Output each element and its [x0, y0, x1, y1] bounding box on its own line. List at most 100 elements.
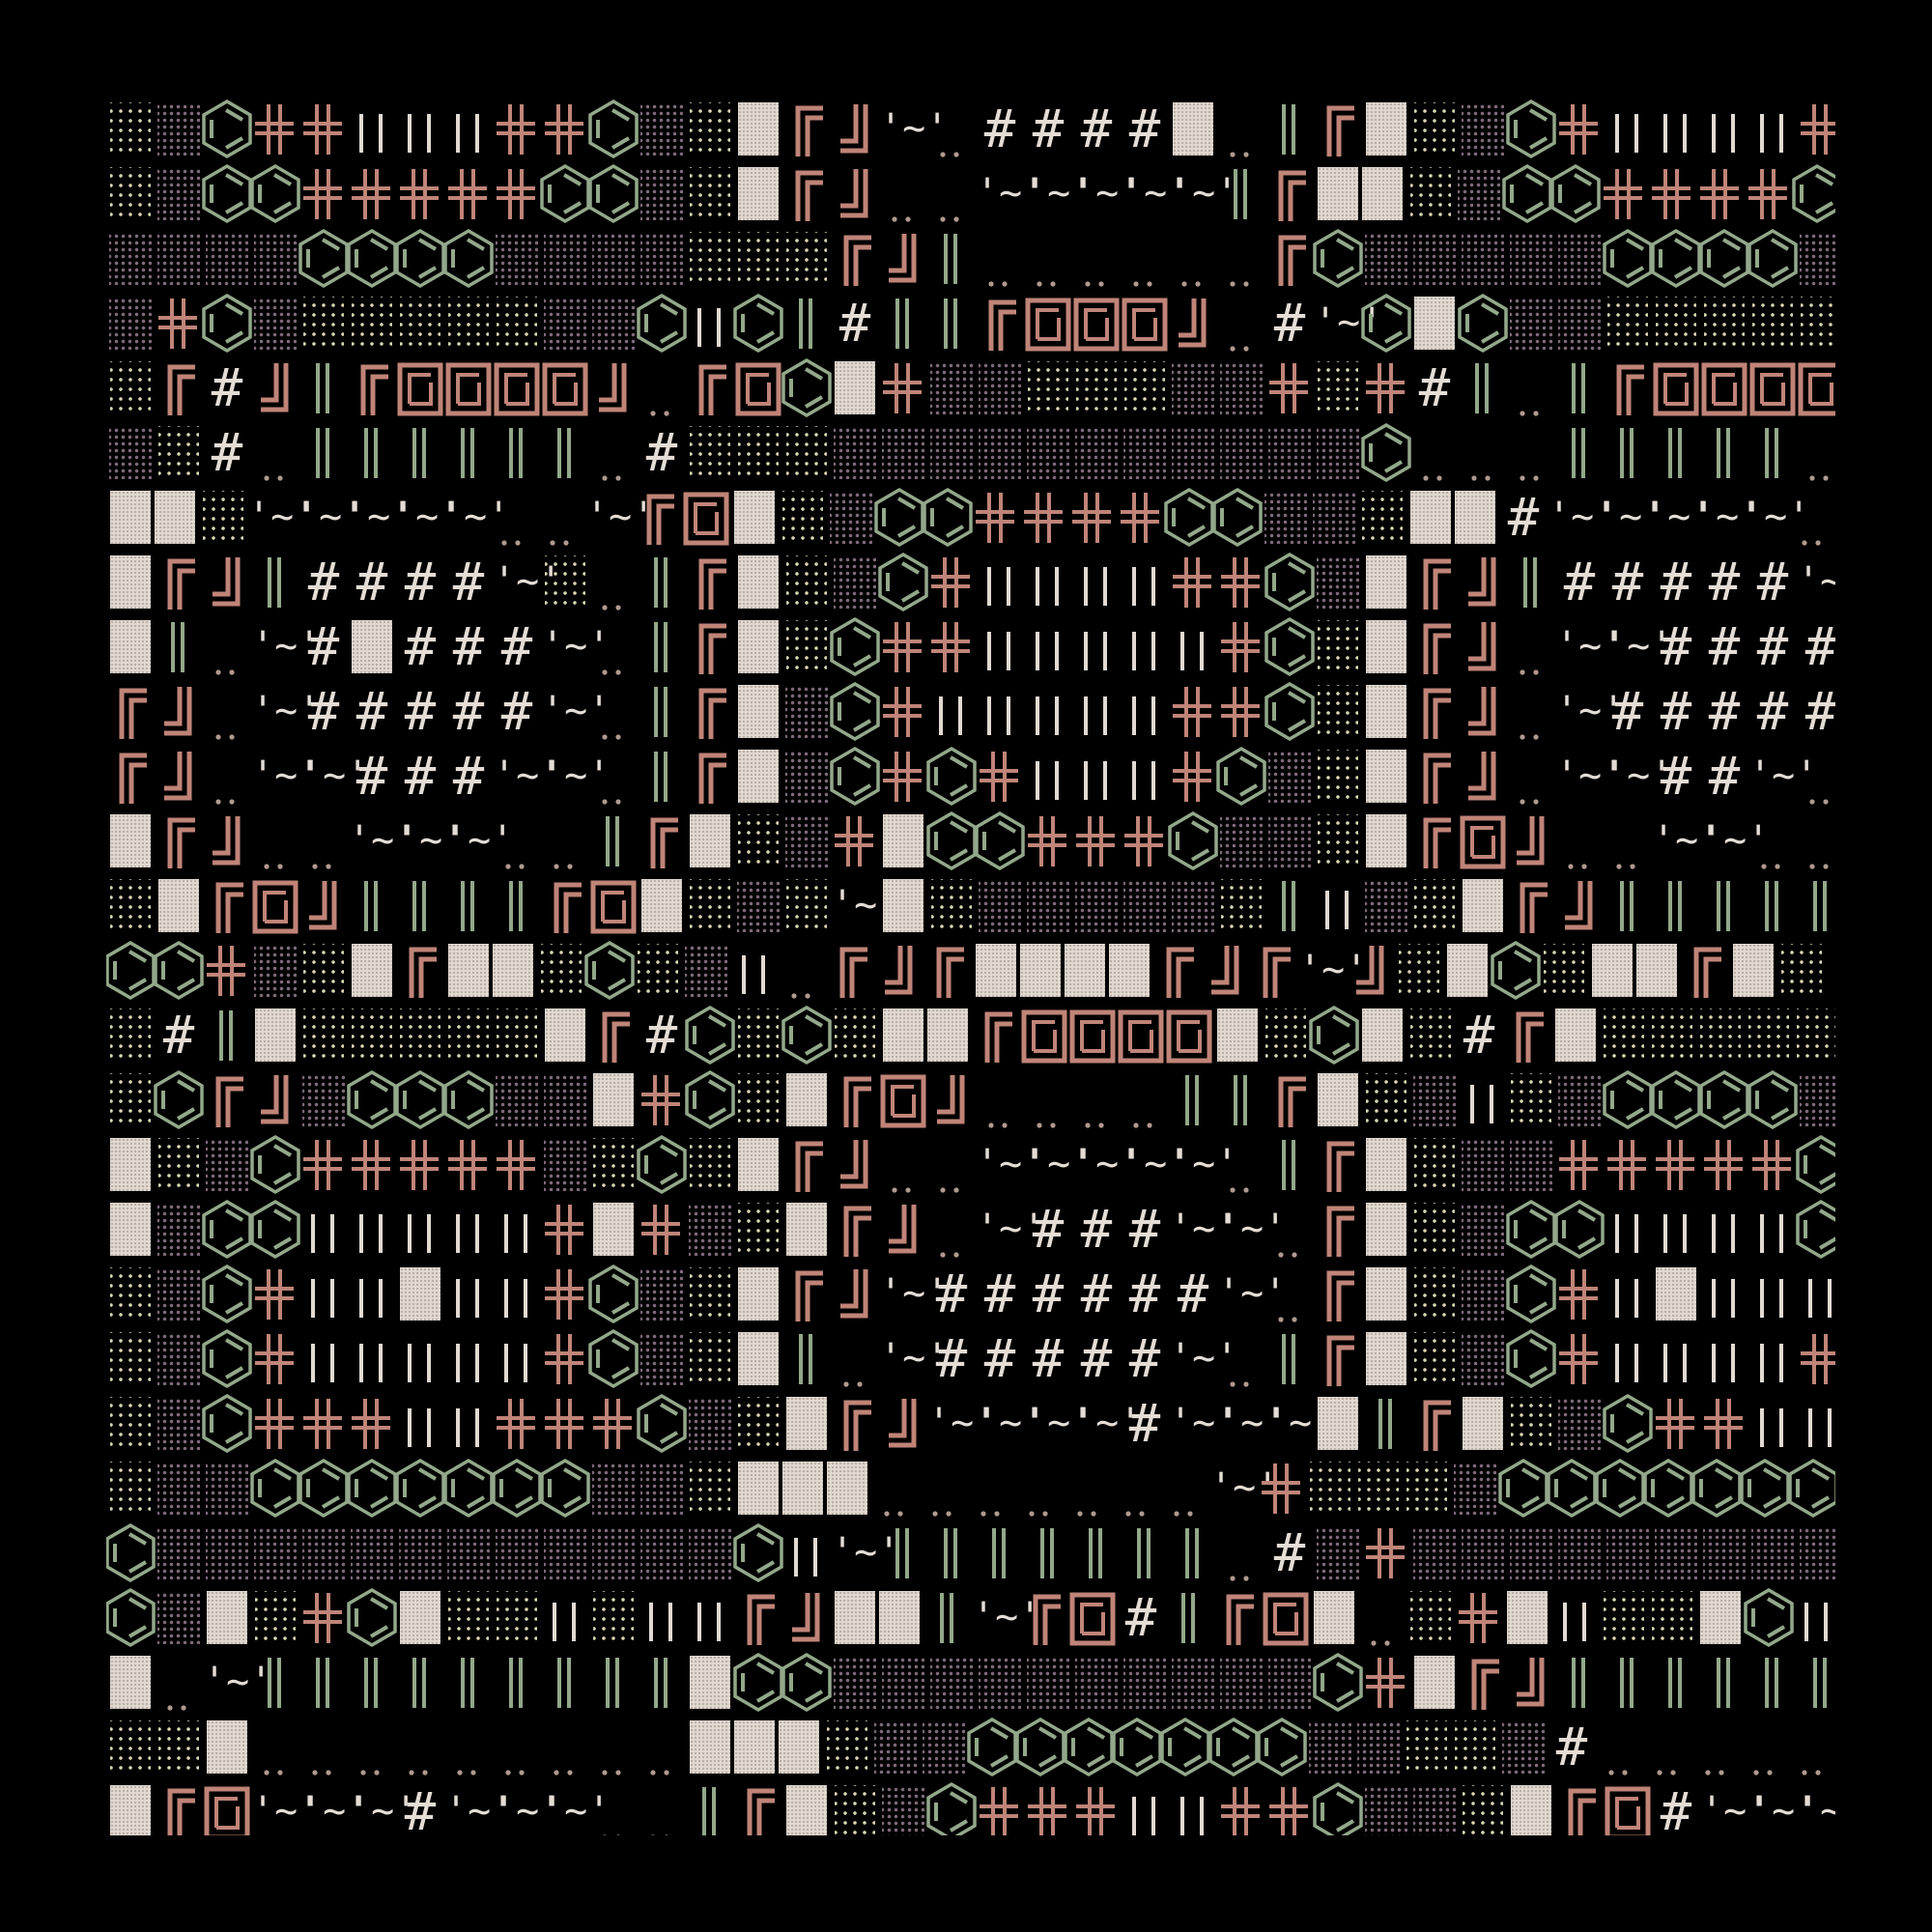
wave-glyph: '~' — [972, 1595, 1042, 1639]
dots-glyph — [589, 550, 638, 614]
dense-dot-pattern — [155, 226, 203, 291]
corner-bracket-glyph — [1314, 1197, 1362, 1262]
dots-glyph — [1217, 97, 1265, 161]
dense-dot-pattern — [155, 1262, 203, 1326]
cream-block — [738, 620, 779, 673]
green-double-bar-glyph — [686, 1779, 734, 1835]
dots-glyph — [1217, 1326, 1265, 1391]
hexagon-glyph — [1064, 1715, 1114, 1779]
bars-glyph — [1121, 550, 1169, 614]
wave-glyph: '~' — [1555, 753, 1626, 798]
dense-dot-pattern — [1121, 420, 1169, 485]
hash-glyph: # — [404, 746, 437, 807]
cream-block — [158, 879, 199, 932]
hexagon-glyph — [202, 1391, 252, 1456]
green-double-bar-glyph — [782, 291, 831, 355]
dots-glyph — [203, 614, 251, 679]
cream-block — [255, 1009, 296, 1062]
bars-glyph — [396, 97, 444, 161]
dots-glyph — [638, 1779, 686, 1835]
green-double-bar-glyph — [444, 1650, 493, 1715]
hexagon-glyph — [1491, 938, 1541, 1003]
bars-glyph — [1748, 97, 1797, 161]
corner-bracket-glyph — [541, 873, 589, 938]
hexagon-glyph — [1168, 809, 1218, 873]
closing-bracket-glyph — [155, 679, 203, 744]
bars-glyph — [299, 1197, 348, 1262]
sparse-dot-pattern — [782, 873, 831, 938]
dots-glyph — [537, 485, 585, 550]
wave-glyph: '~' — [444, 1789, 515, 1833]
cream-block — [883, 1009, 923, 1062]
cream-block — [1173, 102, 1213, 156]
double-cross-glyph — [638, 1197, 686, 1262]
wave-glyph: '~' — [1700, 1789, 1771, 1833]
dots-glyph — [1169, 226, 1217, 291]
green-double-bar-glyph — [203, 1003, 251, 1067]
boxed-glyph — [1121, 291, 1169, 355]
glyph-row: # — [106, 1715, 1835, 1779]
hexagon-glyph — [1264, 679, 1315, 744]
wave-glyph: '~' — [1748, 753, 1819, 798]
corner-bracket-glyph — [1314, 1326, 1362, 1391]
bars-glyph — [730, 938, 779, 1003]
cream-block — [1447, 944, 1488, 997]
dense-dot-pattern — [879, 1650, 927, 1715]
green-double-bar-glyph — [1265, 97, 1314, 161]
green-double-bar-glyph — [1748, 420, 1797, 485]
green-double-bar-glyph — [1700, 420, 1748, 485]
dense-dot-pattern — [1499, 1715, 1548, 1779]
sparse-dot-pattern — [537, 938, 585, 1003]
hexagon-glyph — [1550, 161, 1601, 226]
cream-block — [734, 491, 775, 544]
corner-bracket-glyph — [831, 1197, 879, 1262]
bars-glyph — [1652, 1197, 1700, 1262]
double-cross-glyph — [396, 1132, 444, 1197]
wave-glyph: '~' — [392, 495, 463, 539]
hexagon-glyph — [830, 679, 880, 744]
double-cross-glyph — [444, 161, 493, 226]
green-double-bar-glyph — [923, 1585, 972, 1650]
bars-glyph — [1748, 1326, 1797, 1391]
hexagon-glyph — [1796, 1197, 1835, 1262]
hexagon-glyph — [923, 485, 973, 550]
green-double-bar-glyph — [589, 809, 638, 873]
sparse-dot-pattern — [1648, 1585, 1696, 1650]
hash-glyph: # — [1804, 616, 1835, 677]
cream-block — [1366, 685, 1406, 738]
hexagon-glyph — [1643, 1456, 1693, 1520]
sparse-dot-pattern — [1648, 1003, 1696, 1067]
sparse-dot-pattern — [686, 873, 734, 938]
dense-dot-pattern — [976, 873, 1024, 938]
sparse-dot-pattern — [106, 97, 155, 161]
hexagon-glyph — [967, 1715, 1017, 1779]
bars-glyph — [299, 1326, 348, 1391]
cream-block — [927, 1009, 968, 1062]
dense-dot-pattern — [638, 1326, 686, 1391]
hexagon-glyph — [202, 1326, 252, 1391]
green-double-bar-glyph — [348, 420, 396, 485]
bars-glyph — [1700, 97, 1748, 161]
hash-glyph: # — [1660, 616, 1692, 677]
wave-glyph: '~' — [1024, 171, 1094, 215]
dots-glyph — [155, 1650, 203, 1715]
dense-dot-pattern — [1652, 1520, 1700, 1585]
wave-glyph: '~' — [1169, 1207, 1239, 1251]
double-cross-glyph — [1265, 1779, 1314, 1835]
hash-glyph: # — [1177, 1264, 1209, 1324]
green-double-bar-glyph — [1555, 355, 1604, 420]
sparse-dot-pattern — [1507, 1067, 1555, 1132]
green-double-bar-glyph — [976, 1520, 1024, 1585]
dense-dot-pattern — [1362, 873, 1410, 938]
cream-block — [1555, 1009, 1596, 1062]
bars-glyph — [348, 1326, 396, 1391]
hexagon-glyph — [1651, 1067, 1701, 1132]
sparse-dot-pattern — [541, 550, 589, 614]
hexagon-glyph — [540, 161, 590, 226]
wave-glyph: '~' — [344, 495, 414, 539]
dense-dot-pattern — [251, 226, 299, 291]
dense-dot-pattern — [1459, 1326, 1507, 1391]
cream-block — [1463, 879, 1503, 932]
green-double-bar-glyph — [1217, 161, 1265, 226]
dots-glyph — [927, 1197, 976, 1262]
